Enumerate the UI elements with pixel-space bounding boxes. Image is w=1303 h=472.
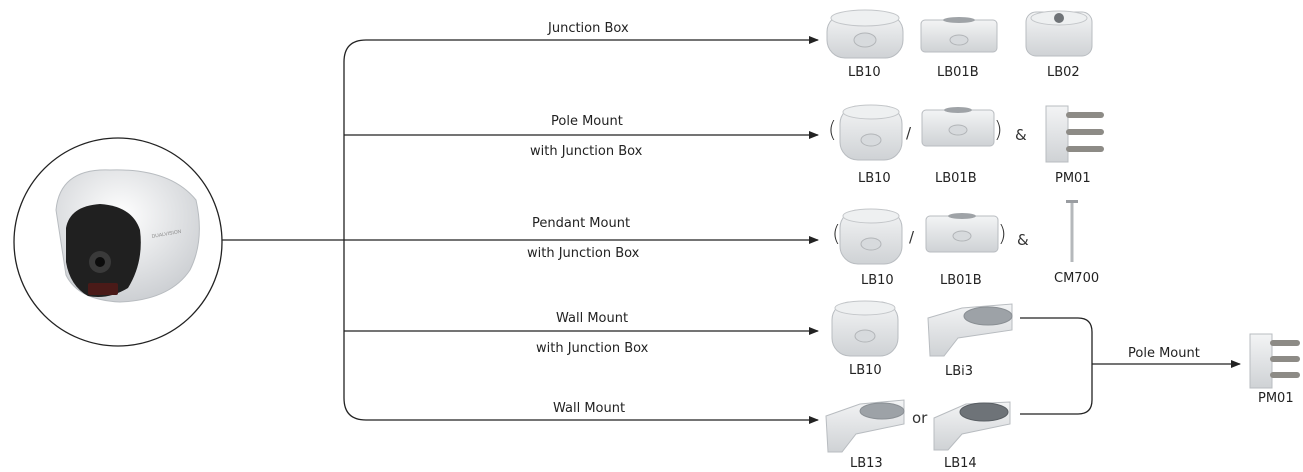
pendant-mount-label: Pendant Mount <box>532 216 631 231</box>
pole-mount-label: Pole Mount <box>551 114 623 129</box>
junction-box-label: Junction Box <box>548 21 629 36</box>
lb10-caption-r4: LB10 <box>849 363 882 378</box>
pendant-mount-sublabel: with Junction Box <box>527 246 640 261</box>
pm01-image-ext <box>1249 333 1300 389</box>
pm01-caption-r2: PM01 <box>1055 171 1091 186</box>
close-paren-r3: ) <box>998 222 1007 247</box>
pole-mount-sublabel: with Junction Box <box>530 144 643 159</box>
lb14-caption: LB14 <box>944 456 977 471</box>
lb01b-image-r3 <box>925 213 999 253</box>
slash-r3: / <box>909 228 915 246</box>
wall-mount-jb-sublabel: with Junction Box <box>536 341 649 356</box>
arrow-junction-box <box>343 36 819 240</box>
lb10-caption-r3: LB10 <box>861 273 894 288</box>
lb01b-caption-r2: LB01B <box>935 171 977 186</box>
wall-mount-jb-label: Wall Mount <box>556 311 629 326</box>
lb13-image-r5 <box>825 399 905 453</box>
lb10-caption-r1: LB10 <box>848 65 881 80</box>
lb01b-image-r2 <box>921 107 995 147</box>
wall-mount-label: Wall Mount <box>553 401 626 416</box>
lb01b-image-r1 <box>920 17 998 53</box>
lb10-image-r4 <box>831 300 899 357</box>
pm01-caption-ext: PM01 <box>1258 391 1294 406</box>
lb10-image-r3 <box>839 208 903 265</box>
open-paren-r2: ( <box>828 118 837 143</box>
cm700-caption: CM700 <box>1054 271 1100 286</box>
close-paren-r2: ) <box>994 118 1003 143</box>
merge-bracket <box>1020 317 1093 415</box>
lb10-image-r2 <box>839 104 903 161</box>
pm01-image-r2 <box>1045 105 1104 163</box>
and-r2: & <box>1015 126 1027 144</box>
slash-r2: / <box>906 124 912 142</box>
open-paren-r3: ( <box>832 222 841 247</box>
lb02-image <box>1025 10 1093 57</box>
cm700-image <box>1066 200 1078 262</box>
lb13-image-r4 <box>927 303 1013 357</box>
arrow-wall-mount <box>343 240 819 424</box>
camera-image: DUALVISION <box>13 137 223 347</box>
camera-brand-mark: DUALVISION <box>151 229 182 240</box>
lb01b-caption-r3: LB01B <box>940 273 982 288</box>
lb14-image <box>933 401 1011 451</box>
lb13-caption-r5: LB13 <box>850 456 883 471</box>
lb10-caption-r2: LB10 <box>858 171 891 186</box>
lb02-caption: LB02 <box>1047 65 1080 80</box>
pole-mount-ext-label: Pole Mount <box>1128 346 1200 361</box>
lb01b-caption-r1: LB01B <box>937 65 979 80</box>
and-r3: & <box>1017 231 1029 249</box>
lb13-caption-r4: LBi3 <box>945 364 974 379</box>
lb10-image-r1 <box>826 9 904 59</box>
or-r5: or <box>912 409 928 427</box>
